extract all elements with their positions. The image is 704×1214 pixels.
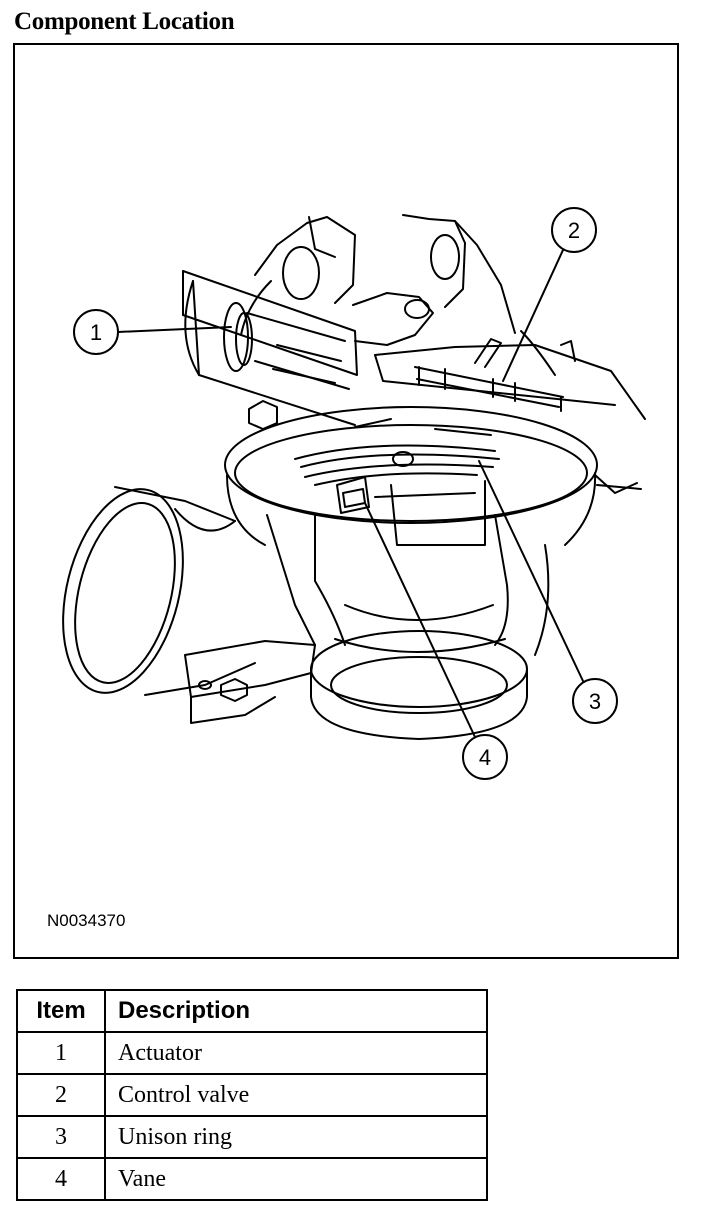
- table-row: 2 Control valve: [16, 1073, 488, 1117]
- item-description: Vane: [104, 1157, 488, 1201]
- component-figure: 1 2 3 4 N0034370: [13, 43, 679, 959]
- page-title: Component Location: [14, 8, 235, 35]
- callout-1: 1: [73, 309, 232, 355]
- table-header-row: Item Description: [16, 989, 488, 1033]
- legend-table: Item Description 1 Actuator 2 Control va…: [16, 989, 488, 1201]
- callout-3: 3: [478, 460, 618, 724]
- item-number: 1: [16, 1031, 106, 1075]
- callout-4: 4: [364, 502, 508, 780]
- item-number: 2: [16, 1073, 106, 1117]
- callout-2: 2: [502, 207, 597, 382]
- item-description: Control valve: [104, 1073, 488, 1117]
- item-number: 4: [16, 1157, 106, 1201]
- callout-4-label: 4: [479, 745, 491, 770]
- turbocharger-illustration: 1 2 3 4: [62, 207, 646, 780]
- column-header-item: Item: [16, 989, 106, 1033]
- item-description: Unison ring: [104, 1115, 488, 1159]
- item-description: Actuator: [104, 1031, 488, 1075]
- table-row: 4 Vane: [16, 1157, 488, 1201]
- callout-3-label: 3: [589, 689, 601, 714]
- callout-1-label: 1: [90, 320, 102, 345]
- item-number: 3: [16, 1115, 106, 1159]
- figure-code: N0034370: [47, 911, 126, 930]
- callout-2-label: 2: [568, 218, 580, 243]
- table-row: 1 Actuator: [16, 1031, 488, 1075]
- table-row: 3 Unison ring: [16, 1115, 488, 1159]
- column-header-description: Description: [104, 989, 488, 1033]
